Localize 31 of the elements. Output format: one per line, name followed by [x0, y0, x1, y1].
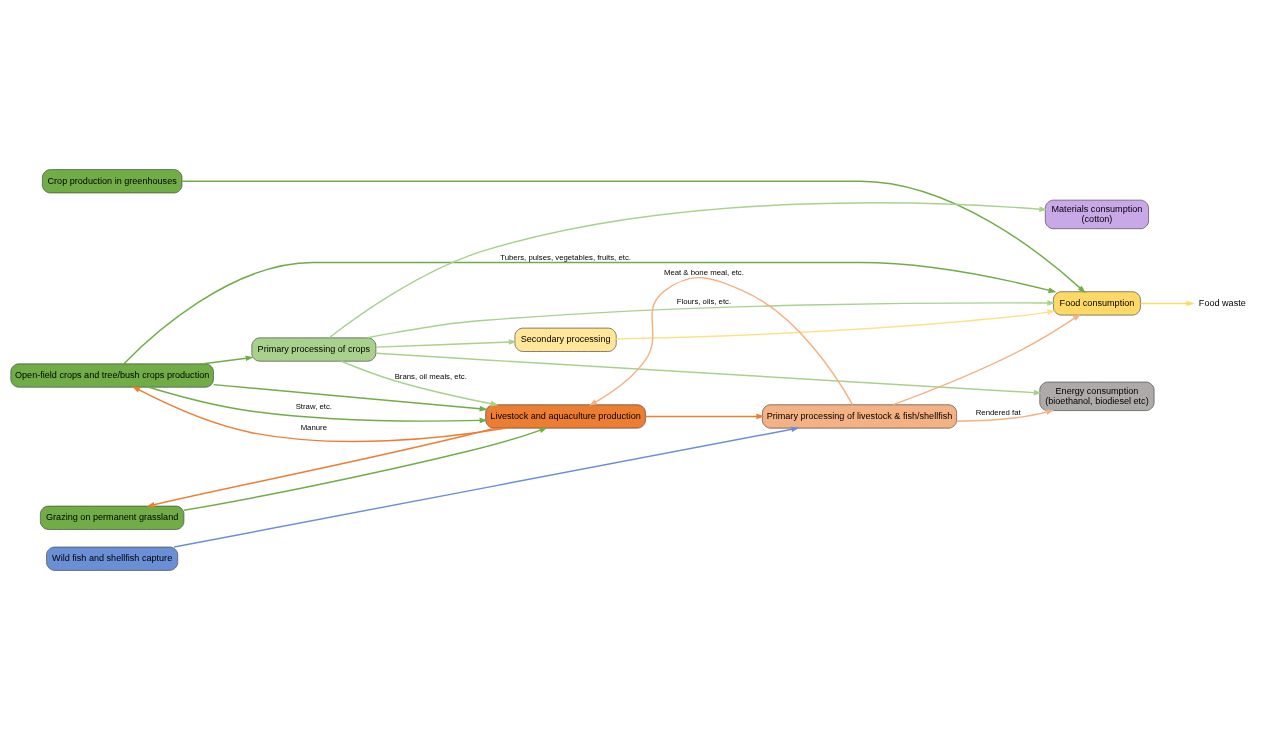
arrow	[588, 276, 854, 406]
node-box: Crop production in greenhouses	[42, 168, 183, 193]
node-box: Materials consumption (cotton)	[1044, 199, 1149, 229]
node-box: Secondary processing	[514, 327, 617, 352]
arrow	[892, 313, 1081, 405]
arrow	[213, 383, 488, 412]
arrow	[202, 355, 254, 365]
arrow	[644, 413, 765, 419]
node-box: Food consumption	[1053, 290, 1141, 315]
node-box: Open-field crops and tree/bush crops production	[10, 363, 214, 388]
arrow	[131, 385, 506, 442]
node-box: Livestock and aquaculture production	[485, 403, 646, 428]
arrow	[956, 408, 1055, 422]
arrow	[375, 352, 1042, 395]
arrow	[146, 426, 496, 507]
arrow	[173, 426, 800, 548]
arrow	[183, 426, 548, 511]
node-box: Primary processing of crops	[251, 337, 377, 362]
arrow	[340, 360, 499, 406]
arrow	[328, 201, 1048, 338]
arrow	[148, 386, 488, 423]
arrow	[615, 308, 1056, 340]
node-text: Food waste	[1198, 297, 1246, 308]
node-box: Wild fish and shellfish capture	[46, 546, 179, 571]
arrow	[366, 299, 1056, 339]
arrow	[181, 180, 1086, 293]
arrow	[375, 338, 517, 348]
node-box: Grazing on permanent grassland	[40, 505, 185, 530]
node-box: Primary processing of livestock & fish/shellfish	[762, 403, 957, 428]
node-box: Energy consumption (bioethanol, biodiesel etc)	[1039, 381, 1155, 411]
arrow	[1139, 300, 1195, 306]
